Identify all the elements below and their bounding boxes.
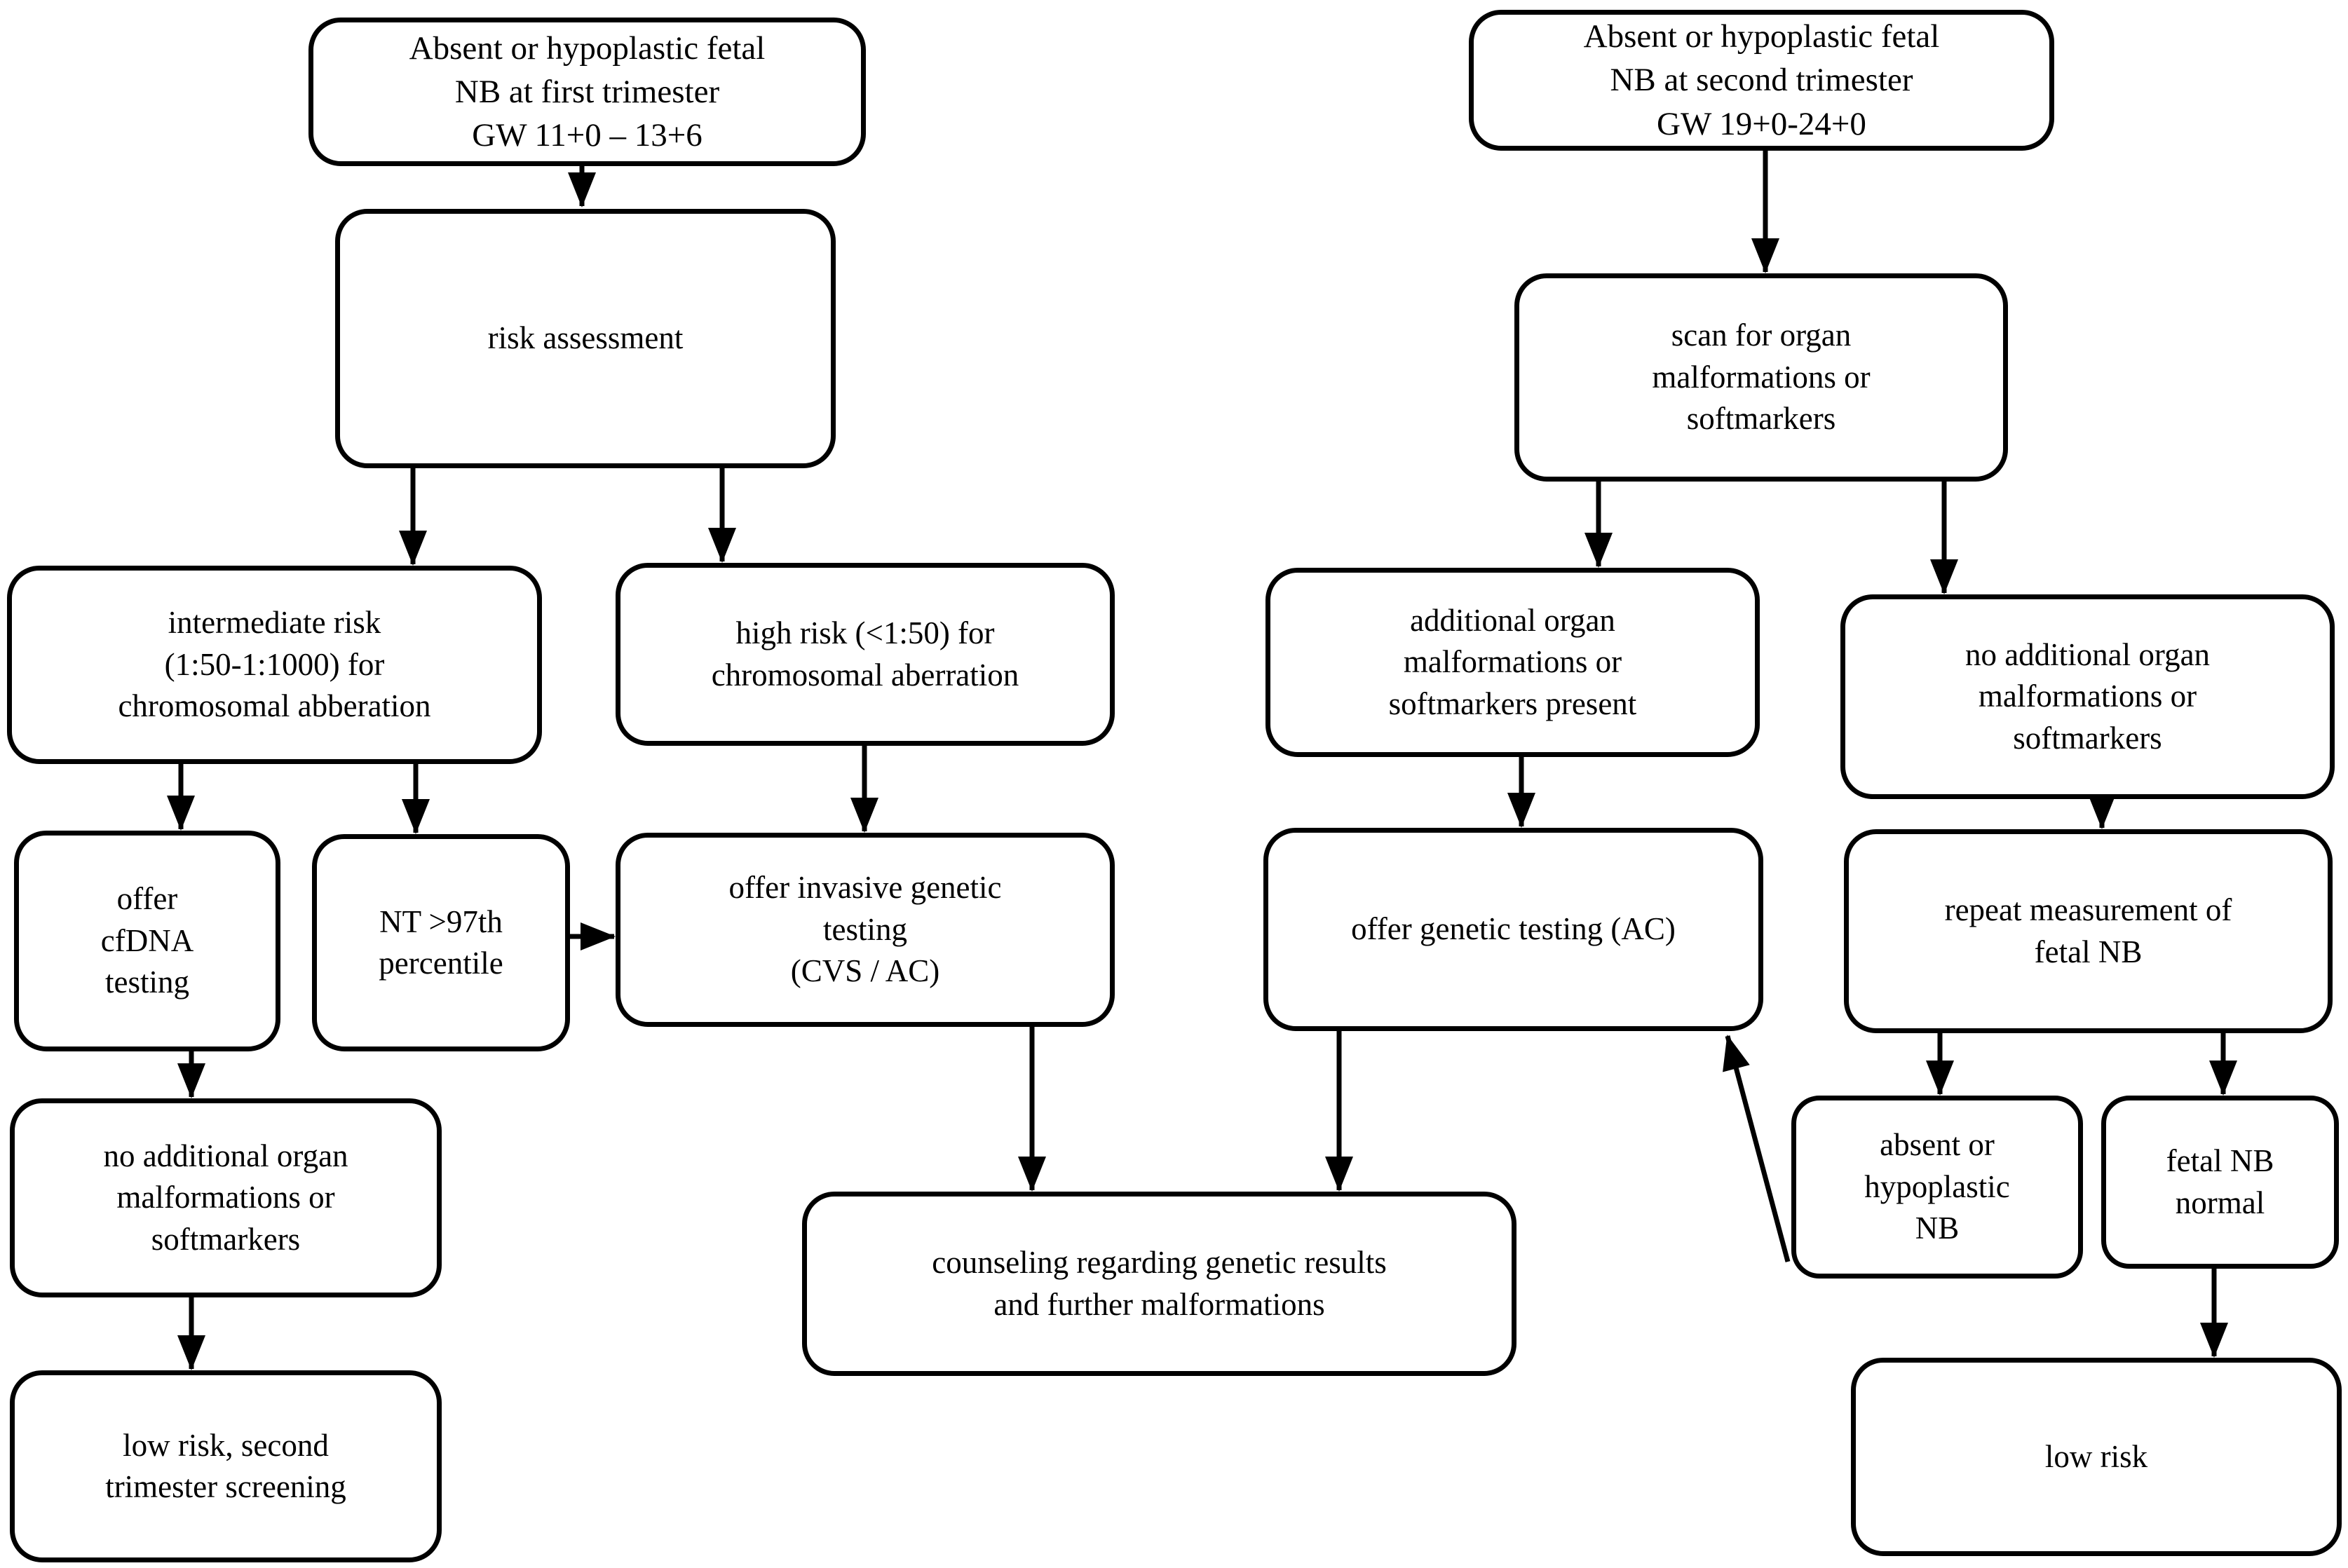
node-label: fetal NB normal — [2166, 1143, 2274, 1220]
node-low-risk-second-trimester-screening: low risk, second trimester screening — [10, 1370, 442, 1562]
node-label: offer cfDNA testing — [100, 881, 194, 1000]
node-absent-or-hypoplastic-nb: absent or hypoplastic NB — [1791, 1096, 2083, 1279]
node-label: NT >97th percentile — [379, 904, 503, 981]
node-label: low risk — [2044, 1438, 2148, 1474]
node-label: additional organ malformations or softma… — [1388, 602, 1637, 721]
node-label: risk assessment — [487, 320, 684, 356]
edge-b7-b5 — [1723, 1035, 1791, 1262]
node-label: no additional organ malformations or sof… — [103, 1138, 348, 1257]
node-risk-assessment: risk assessment — [335, 209, 836, 468]
node-label: high risk (<1:50) for chromosomal aberra… — [711, 615, 1019, 693]
node-additional-malformations-present: additional organ malformations or softma… — [1265, 568, 1760, 757]
node-counseling-genetic-results: counseling regarding genetic results and… — [802, 1192, 1516, 1376]
node-second-trimester-finding: Absent or hypoplastic fetal NB at second… — [1469, 10, 2054, 151]
node-label: offer invasive genetic testing (CVS / AC… — [728, 870, 1002, 989]
node-repeat-measurement-fetal-nb: repeat measurement of fetal NB — [1844, 829, 2333, 1033]
node-first-trimester-finding: Absent or hypoplastic fetal NB at first … — [308, 18, 866, 166]
node-offer-cfdna-testing: offer cfDNA testing — [14, 831, 280, 1051]
node-label: absent or hypoplastic NB — [1864, 1127, 2010, 1246]
node-no-additional-malformations-first: no additional organ malformations or sof… — [10, 1098, 442, 1297]
node-label: scan for organ malformations or softmark… — [1652, 318, 1871, 437]
node-label: Absent or hypoplastic fetal NB at first … — [409, 29, 766, 154]
node-low-risk: low risk — [1851, 1358, 2342, 1556]
node-label: intermediate risk (1:50-1:1000) for chro… — [118, 605, 431, 724]
node-label: no additional organ malformations or sof… — [1964, 636, 2211, 756]
node-high-risk: high risk (<1:50) for chromosomal aberra… — [616, 563, 1115, 746]
node-label: Absent or hypoplastic fetal NB at second… — [1583, 18, 1940, 142]
node-label: offer genetic testing (AC) — [1351, 911, 1676, 947]
node-no-additional-malformations-second: no additional organ malformations or sof… — [1840, 594, 2335, 799]
node-label: low risk, second trimester screening — [105, 1427, 346, 1504]
node-offer-genetic-testing-ac: offer genetic testing (AC) — [1263, 828, 1763, 1031]
node-nt-97th-percentile: NT >97th percentile — [312, 834, 570, 1051]
node-fetal-nb-normal: fetal NB normal — [2101, 1096, 2339, 1269]
node-intermediate-risk: intermediate risk (1:50-1:1000) for chro… — [7, 566, 542, 764]
node-label: repeat measurement of fetal NB — [1944, 892, 2232, 969]
node-offer-invasive-genetic-testing: offer invasive genetic testing (CVS / AC… — [616, 833, 1115, 1027]
node-label: counseling regarding genetic results and… — [932, 1245, 1387, 1322]
node-scan-for-organ-malformations: scan for organ malformations or softmark… — [1514, 273, 2008, 482]
